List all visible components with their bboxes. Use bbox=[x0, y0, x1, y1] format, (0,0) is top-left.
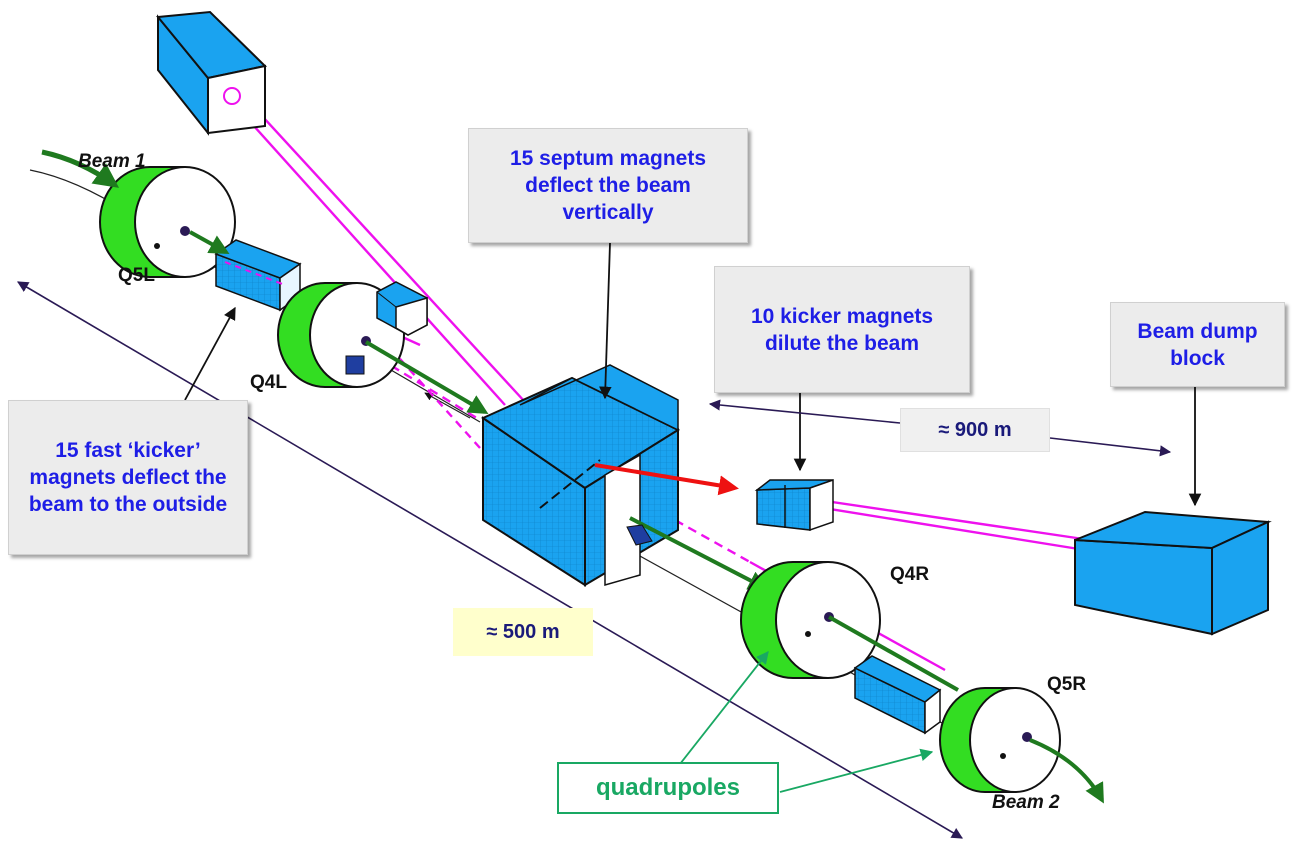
q5l-label: Q5L bbox=[118, 265, 155, 286]
quadrupoles-pointer-q5r bbox=[779, 748, 934, 793]
distance-500-label: ≈ 500 m bbox=[453, 608, 593, 656]
septum-callout: 15 septum magnets deflect the beam verti… bbox=[468, 128, 748, 243]
quadrupole-q5r bbox=[939, 687, 1061, 793]
q4r-label: Q4R bbox=[890, 564, 929, 585]
quadrupoles-label-box: quadrupoles bbox=[557, 762, 779, 814]
beam-dump-block bbox=[1074, 510, 1272, 636]
q5r-label: Q5R bbox=[1047, 674, 1086, 695]
beam-pipe-arrow bbox=[424, 392, 471, 419]
vertical-deflection-magnet bbox=[376, 281, 428, 336]
beam1-to-septum bbox=[364, 340, 489, 415]
beam2-green-segment bbox=[629, 516, 769, 590]
distance-900-arrow-left bbox=[708, 399, 901, 424]
beam1-arrow bbox=[41, 149, 120, 188]
extracted-beam-arrow bbox=[594, 463, 739, 496]
beam2-exit-small-magnet bbox=[626, 524, 653, 546]
quadrupole-q4r bbox=[740, 561, 881, 679]
beam2-exit-arrow bbox=[1029, 738, 1104, 804]
septum-magnet-block bbox=[480, 364, 681, 587]
dilution-kicker-magnet bbox=[754, 478, 834, 532]
fast-kicker-magnet bbox=[214, 239, 302, 312]
kicker-fast-pointer bbox=[184, 306, 236, 401]
beam1-green-segment bbox=[189, 230, 230, 254]
kicker-dilute-callout: 10 kicker magnets dilute the beam bbox=[714, 266, 970, 393]
q4r-q5r-magnet bbox=[853, 655, 942, 735]
beam2-q4r-to-q5r bbox=[828, 615, 959, 692]
upper-dump-cube bbox=[156, 10, 268, 136]
distance-reference-line bbox=[17, 281, 963, 839]
kicker-fast-callout: 15 fast ‘kicker’ magnets deflect the bea… bbox=[8, 400, 248, 555]
distance-900-label: ≈ 900 m bbox=[900, 408, 1050, 452]
beam2-label: Beam 2 bbox=[992, 792, 1060, 813]
beam1-label: Beam 1 bbox=[78, 151, 146, 172]
distance-900-arrow-right bbox=[1049, 437, 1172, 457]
quadrupole-q5l bbox=[99, 166, 236, 278]
quadrupole-q4l bbox=[277, 282, 405, 388]
dump-block-callout: Beam dump block bbox=[1110, 302, 1285, 387]
q4l-label: Q4L bbox=[250, 372, 287, 393]
quadrupoles-pointer-q4r bbox=[679, 651, 769, 765]
septum-pointer bbox=[599, 242, 612, 400]
